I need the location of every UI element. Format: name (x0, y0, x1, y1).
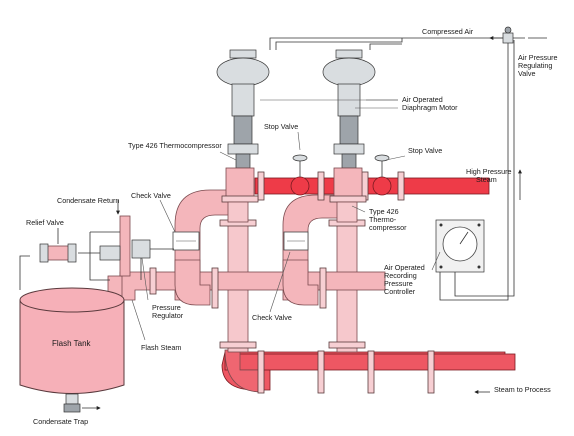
compressed-air-label: Compressed Air (422, 27, 474, 36)
recording-pressure-controller (435, 219, 485, 273)
air-pressure-valve-label-3: Valve (518, 69, 535, 78)
air-pressure-regulating-valve (502, 26, 514, 44)
leader-lines (131, 99, 441, 341)
relief-valve (19, 228, 100, 290)
check-valve-top-label: Check Valve (131, 191, 171, 200)
check-valve-bottom-label: Check Valve (252, 313, 292, 322)
thermocompressor-right (322, 49, 376, 223)
pressure-regulator (131, 239, 174, 280)
pressure-regulator-label-2: Regulator (152, 311, 184, 320)
air-operated-motor-label-1: Air Operated (402, 95, 443, 104)
air-pressure-valve-label-1: Air Pressure (518, 53, 558, 62)
condensate-return-line (89, 200, 131, 281)
flash-steam-label: Flash Steam (141, 343, 181, 352)
type426-right-label-1: Type 426 (369, 207, 399, 216)
compressed-air-lines (269, 36, 547, 301)
type426-right-label-2: Thermo- (369, 215, 397, 224)
pressure-regulator-label-1: Pressure (152, 303, 181, 312)
type426-right-label-3: compressor (369, 223, 407, 232)
air-operated-motor-label-2: Diaphragm Motor (402, 103, 458, 112)
air-operated-ctrl-label-1: Air Operated (384, 263, 425, 272)
high-pressure-steam-line (254, 154, 490, 201)
thermocompressor-left (216, 49, 270, 223)
stop-valve-left-label: Stop Valve (264, 122, 298, 131)
low-pressure-piping (107, 189, 516, 394)
relief-valve-label: Relief Valve (26, 218, 64, 227)
air-operated-ctrl-label-3: Pressure (384, 279, 413, 288)
stop-valve-right-label: Stop Valve (408, 146, 442, 155)
flash-tank-label: Flash Tank (52, 339, 92, 348)
type426-main-label: Type 426 Thermocompressor (128, 141, 222, 150)
air-operated-ctrl-label-4: Controller (384, 287, 416, 296)
condensate-trap-label: Condensate Trap (33, 417, 88, 426)
diagram-labels: Compressed Air Air Pressure Regulating V… (26, 27, 558, 426)
high-pressure-label-2: Steam (476, 175, 497, 184)
flash-tank (19, 287, 125, 413)
steam-to-process-label: Steam to Process (494, 385, 551, 394)
condensate-return-label: Condensate Return (57, 196, 119, 205)
air-operated-ctrl-label-2: Recording (384, 271, 417, 280)
high-pressure-label-1: High Pressure (466, 167, 512, 176)
air-pressure-valve-label-2: Regulating (518, 61, 552, 70)
